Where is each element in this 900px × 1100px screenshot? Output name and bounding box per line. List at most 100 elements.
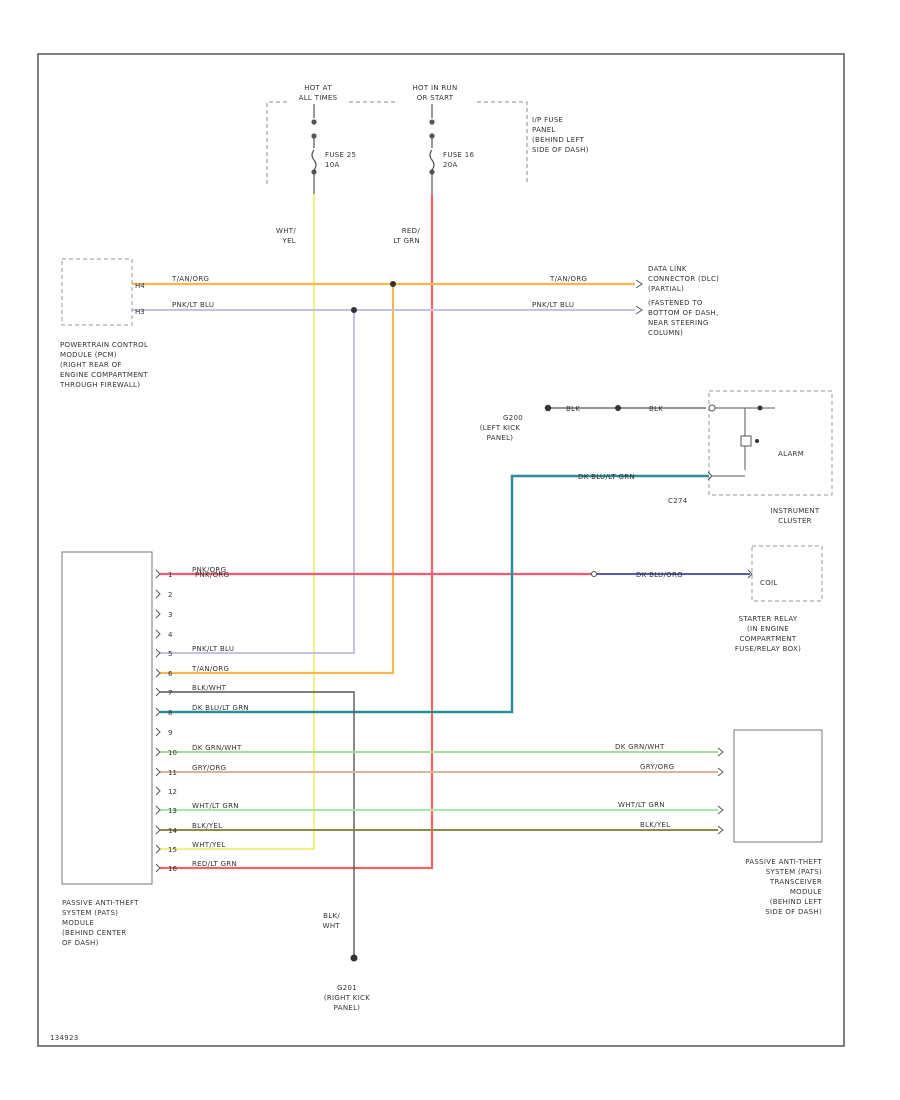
ground-g200: BLK BLK G200 (LEFT KICK PANEL) [480, 404, 706, 442]
pats-pin-number: 6 [168, 670, 173, 678]
fuse-25-label-line2: 10A [325, 161, 340, 169]
starter-label-line4: FUSE/RELAY BOX) [735, 645, 801, 653]
g200-label-line1: G200 [503, 414, 523, 422]
pats-pin-number: 15 [168, 846, 177, 854]
g201-label-line3: PANEL) [334, 1004, 361, 1012]
fuse-25 [311, 104, 317, 194]
cluster-connector-label: C274 [668, 497, 688, 505]
transceiver-label-line5: (BEHIND LEFT [770, 898, 823, 906]
pats-pin-connector [155, 707, 161, 717]
pcm-label-line5: THROUGH FIREWALL) [59, 381, 140, 389]
pats-pin-number: 7 [168, 689, 172, 697]
ground-g201: BLK/ WHT G201 (RIGHT KICK PANEL) [323, 912, 370, 1012]
pats-pin-number: 5 [168, 650, 172, 658]
fuse-16 [429, 104, 435, 194]
starter-wire-out-label: DK BLU/ORG [636, 571, 683, 579]
pats-module-pins: 1 PNK/ORG 2 3 4 5 PNK/LT BLU 6 T/AN/ORG 7 BLK/WHT 8… [155, 566, 249, 873]
alarm-label: ALARM [778, 450, 804, 458]
g200-label-line3: PANEL) [487, 434, 514, 442]
starter-label-line2: (IN ENGINE [747, 625, 789, 633]
dlc-label-line3: (PARTIAL) [648, 285, 684, 293]
figure-id: 134923 [50, 1034, 79, 1042]
pats-module-label-line3: MODULE [62, 919, 94, 927]
pats-pin-number: 8 [168, 709, 172, 717]
splice-tan-org [390, 281, 396, 287]
pats-pin-number: 16 [168, 865, 177, 873]
pats-pin-wire-label: BLK/YEL [192, 822, 222, 830]
fuse-16-label-line2: 20A [443, 161, 458, 169]
fuse-25-label-line1: FUSE 25 [325, 151, 356, 159]
starter-label-line3: COMPARTMENT [740, 635, 797, 643]
wire-red-ltgrn-label-line2: LT GRN [393, 237, 420, 245]
g201-label-line2: (RIGHT KICK [324, 994, 370, 1002]
pats-pin-number: 10 [168, 749, 177, 757]
dlc-label-line5: BOTTOM OF DASH, [648, 309, 719, 317]
pats-pin-wire-label: T/AN/ORG [191, 665, 229, 673]
dlc-label-line4: (FASTENED TO [648, 299, 703, 307]
g200-wire-a-label: BLK [566, 405, 580, 413]
pats-pin-wire-label: PNK/LT BLU [192, 645, 234, 653]
starter-wire-in-label: PNK/ORG [195, 571, 229, 579]
pcm-pin-h3: H3 [135, 308, 145, 316]
fuse-panel-label-line1: I/P FUSE [532, 116, 563, 124]
pats-module-label-line2: SYSTEM (PATS) [62, 909, 118, 917]
pcm-label-line1: POWERTRAIN CONTROL [60, 341, 148, 349]
pats-pin-number: 1 [168, 571, 172, 579]
diagram-border [37, 53, 845, 1047]
pats-pin-wire-label: WHT/LT GRN [192, 802, 239, 810]
pats-pin-number: 3 [168, 611, 172, 619]
transceiver-label-line2: SYSTEM (PATS) [766, 868, 822, 876]
dlc-label-line2: CONNECTOR (DLC) [648, 275, 719, 283]
transceiver-wire-3-label: WHT/LT GRN [618, 801, 665, 809]
hot-at-all-times-label-line1: HOT AT [304, 84, 332, 92]
g200-label-line2: (LEFT KICK [480, 424, 521, 432]
transceiver-wire-1-label: DK GRN/WHT [615, 743, 665, 751]
pats-pin-connector [155, 786, 161, 796]
fuse-panel-label-line4: SIDE OF DASH) [532, 146, 589, 154]
pats-pin-number: 4 [168, 631, 173, 639]
pats-transceiver: DK GRN/WHT GRY/ORG WHT/LT GRN BLK/YEL PA… [615, 729, 823, 916]
pats-pin-number: 11 [168, 769, 177, 777]
pats-module-label-line5: OF DASH) [62, 939, 99, 947]
bus-tan-org-left-label: T/AN/ORG [171, 275, 209, 283]
wire-wht-yel-label-line1: WHT/ [276, 227, 296, 235]
pcm-pin-h4: H4 [135, 282, 145, 290]
pats-module: PASSIVE ANTI-THEFT SYSTEM (PATS) MODULE … [61, 551, 153, 947]
pats-pin-connector [155, 648, 161, 658]
bus-pnk-ltblu-left-label: PNK/LT BLU [172, 301, 214, 309]
pats-pin-wire-label: PNK/ORG [192, 566, 226, 574]
pats-pin-wire-label: DK BLU/LT GRN [192, 704, 249, 712]
fuse-panel-label-line3: (BEHIND LEFT [532, 136, 585, 144]
pats-pin-connector [155, 569, 161, 579]
pats-pin-wire-label: DK GRN/WHT [192, 744, 242, 752]
pats-pin-wire-label: GRY/ORG [192, 764, 226, 772]
transceiver-wire-4-label: BLK/YEL [640, 821, 670, 829]
transceiver-label-line1: PASSIVE ANTI-THEFT [745, 858, 822, 866]
pats-pin-number: 2 [168, 591, 172, 599]
pats-pin-connector [155, 805, 161, 815]
wire-red-ltgrn-label-line1: RED/ [402, 227, 421, 235]
pats-pin-connector [155, 747, 161, 757]
hot-at-all-times-label-line2: ALL TIMES [299, 94, 338, 102]
cluster-wire-label: DK BLU/LT GRN [578, 473, 635, 481]
cluster-label-line2: CLUSTER [778, 517, 812, 525]
pats-pin-wire-label: BLK/WHT [192, 684, 227, 692]
pats-pin-connector [155, 727, 161, 737]
bus-tan-org-right-label: T/AN/ORG [549, 275, 587, 283]
pats-module-label-line4: (BEHIND CENTER [62, 929, 126, 937]
pats-pin-connector [155, 844, 161, 854]
transceiver-label-line4: MODULE [790, 888, 822, 896]
wire-tan-org-drop [160, 284, 395, 675]
pcm-label-line2: MODULE (PCM) [60, 351, 117, 359]
pats-pin-connector [155, 687, 161, 697]
fuse-16-label-line1: FUSE 16 [443, 151, 474, 159]
fuse-panel: HOT AT ALL TIMES HOT IN RUN OR START I/P… [266, 84, 589, 194]
cluster-label-line1: INSTRUMENT [771, 507, 820, 515]
instrument-cluster: ALARM C274 INSTRUMENT CLUSTER DK BLU/LT … [578, 390, 833, 525]
wire-pnk-ltblu-drop [160, 310, 355, 654]
pcm-label-line3: (RIGHT REAR OF [60, 361, 122, 369]
wire-wht-yel-label-line2: YEL [282, 237, 297, 245]
pats-pin-connector [155, 825, 161, 835]
blk-wht-wire-label-line1: BLK/ [323, 912, 340, 920]
